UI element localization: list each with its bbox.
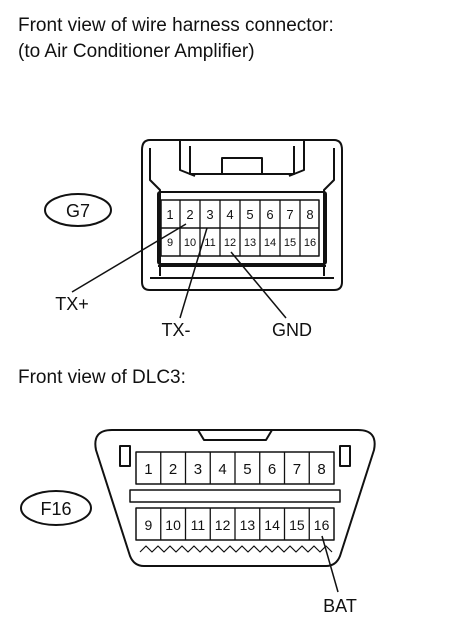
pin-label: 5 [246,207,253,222]
harness-view-title: Front view of wire harness connector: [18,15,334,36]
pin-label: 12 [215,517,231,533]
pin-label: 10 [165,517,181,533]
dlc3-view-title: Front view of DLC3: [18,367,186,388]
dlc3-ridge [139,545,333,553]
harness-connector-id: G7 [66,201,90,221]
pin-label: 9 [145,517,153,533]
pin-label: 14 [264,517,280,533]
label-gnd: GND [272,320,312,340]
pin-label: 13 [240,517,256,533]
harness-id-oval [44,193,112,227]
pin-label: 9 [167,237,173,249]
leader-gnd [230,251,287,319]
dlc3-pin-dividers [160,452,310,540]
dlc3-connector-body [94,429,376,567]
pin-label: 11 [204,237,215,249]
label-tx-minus: TX- [162,320,191,340]
pin-label: 3 [206,207,213,222]
dlc3-id-oval [20,490,92,526]
pin-label: 2 [186,207,193,222]
pin-label: 7 [286,207,293,222]
harness-view-subtitle: (to Air Conditioner Amplifier) [18,41,255,62]
pin-label: 10 [184,237,196,249]
pin-label: 16 [314,517,330,533]
label-bat: BAT [323,596,357,616]
pin-label: 15 [289,517,305,533]
leader-tx-minus [179,227,208,319]
pin-label: 14 [264,237,276,249]
pin-label: 4 [218,461,226,478]
pin-label: 3 [194,461,202,478]
harness-pins-top: 1 2 3 4 5 6 7 8 [166,207,313,222]
pin-label: 16 [304,237,316,249]
pin-label: 8 [317,461,325,478]
pin-label: 11 [191,517,206,533]
pin-label: 12 [224,237,236,249]
pin-label: 4 [226,207,233,222]
pin-label: 1 [144,461,152,478]
dlc3-pins-bottom: 9 10 11 12 13 14 15 16 [145,517,330,533]
dlc3-connector-id: F16 [40,499,71,519]
harness-pins-bottom: 9 10 11 12 13 14 15 16 [167,237,316,249]
pin-label: 1 [166,207,173,222]
pin-label: 6 [266,207,273,222]
pin-label: 2 [169,461,177,478]
pin-label: 8 [306,207,313,222]
pin-label: 6 [268,461,276,478]
pin-label: 7 [293,461,301,478]
leader-tx-plus [71,223,187,293]
pin-label: 5 [243,461,251,478]
pin-label: 13 [244,237,256,249]
dlc3-pins-top: 1 2 3 4 5 6 7 8 [144,461,326,478]
pin-label: 15 [284,237,296,249]
label-tx-plus: TX+ [55,294,89,314]
leader-bat [321,535,339,593]
